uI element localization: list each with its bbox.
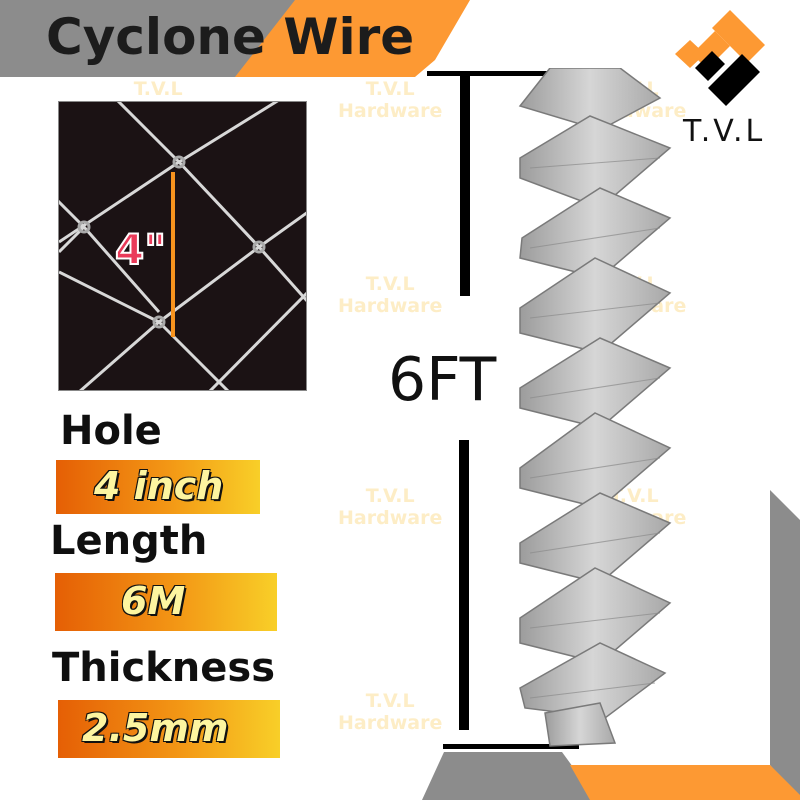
spec-value-hole: 4 inch xyxy=(94,464,224,508)
spec-label-hole: Hole xyxy=(60,408,162,454)
dimension-bottom-bar xyxy=(443,744,579,749)
tvl-logo-icon xyxy=(675,10,765,106)
chain-link-mesh-icon xyxy=(59,102,306,390)
spec-label-length: Length xyxy=(50,518,208,564)
mesh-closeup-photo xyxy=(58,101,307,391)
spec-badge-thickness: 2.5mm xyxy=(58,700,280,758)
logo-text: T.V.L xyxy=(683,114,766,149)
spec-label-thickness: Thickness xyxy=(52,645,276,691)
spec-value-thickness: 2.5mm xyxy=(82,706,229,750)
dimension-top-bar xyxy=(427,71,563,76)
spec-badge-hole: 4 inch xyxy=(56,460,260,514)
wire-coil-roll-icon xyxy=(518,68,672,747)
hole-size-marker: 4" xyxy=(114,224,167,275)
spec-value-length: 6M xyxy=(121,579,186,623)
product-title: Cyclone Wire xyxy=(46,8,415,66)
dimension-line-lower xyxy=(459,440,469,730)
height-label: 6FT xyxy=(388,345,497,415)
decor-right-gray xyxy=(770,490,800,800)
spec-badge-length: 6M xyxy=(55,573,277,631)
decor-bottom-orange xyxy=(570,765,800,800)
decor-bottom-gray xyxy=(422,752,597,800)
dimension-line-upper xyxy=(460,76,470,296)
